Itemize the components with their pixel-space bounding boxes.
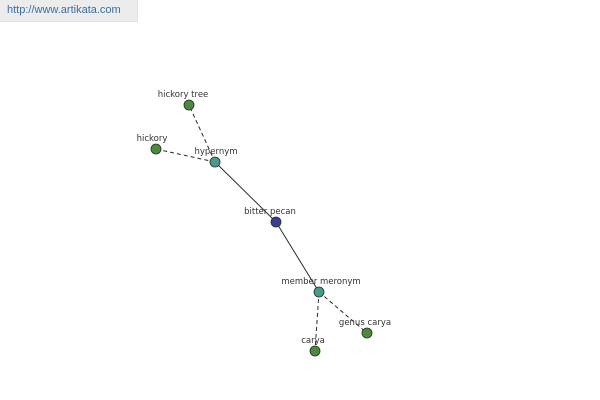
label-center: bitter pecan bbox=[244, 207, 296, 217]
edge-hypernym-hickory bbox=[155, 148, 216, 163]
node-hypernym[interactable] bbox=[209, 156, 221, 168]
edge-center-member-meronym bbox=[275, 221, 320, 293]
edge-meronym-genus-carya bbox=[318, 291, 368, 334]
label-genus-carya: genus carya bbox=[339, 318, 391, 328]
node-genus-carya[interactable] bbox=[361, 327, 373, 339]
label-hickory: hickory bbox=[137, 134, 168, 144]
label-hickory-tree: hickory tree bbox=[158, 90, 209, 100]
label-carya: carya bbox=[301, 336, 325, 346]
node-member-meronym[interactable] bbox=[313, 286, 325, 298]
node-hickory-tree[interactable] bbox=[183, 99, 195, 111]
node-hickory[interactable] bbox=[150, 143, 162, 155]
label-member-meronym: member meronym bbox=[281, 277, 360, 287]
edge-meronym-carya bbox=[314, 291, 320, 352]
node-center[interactable] bbox=[270, 216, 282, 228]
edge-center-hypernym bbox=[214, 161, 277, 223]
node-carya[interactable] bbox=[309, 345, 321, 357]
site-url-link[interactable]: http://www.artikata.com bbox=[0, 0, 138, 22]
label-hypernym: hypernym bbox=[194, 147, 237, 157]
edge-hypernym-hickory-tree bbox=[188, 104, 216, 163]
